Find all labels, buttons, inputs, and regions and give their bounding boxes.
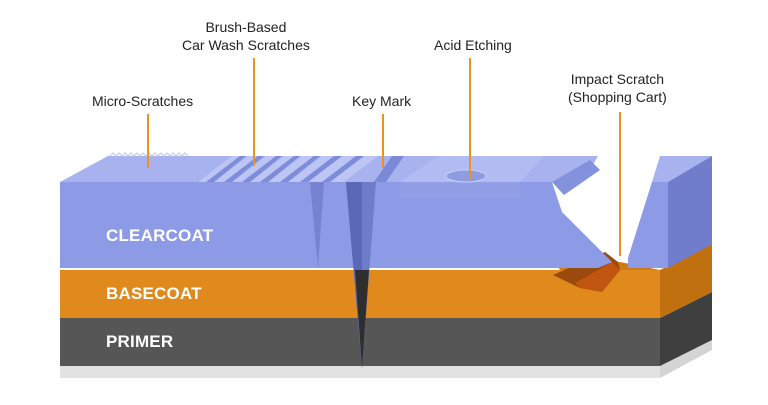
primer-label: PRIMER: [106, 332, 174, 351]
micro-scratches-label: Micro-Scratches: [92, 93, 194, 109]
key-mark-cut: [374, 156, 404, 182]
impact-scratch-label: Impact Scratch (Shopping Cart): [568, 70, 667, 106]
brush-scratches-label: Brush-Based Car Wash Scratches: [182, 18, 310, 54]
clearcoat-label: CLEARCOAT: [106, 226, 214, 245]
basecoat-label: BASECOAT: [106, 284, 202, 303]
acid-etching-panel: [400, 156, 544, 182]
basecoat-side: [660, 244, 712, 318]
brush-scratch-ridges: [198, 156, 378, 182]
impact-scratch-line2: (Shopping Cart): [568, 89, 667, 105]
brush-scratches-line1: Brush-Based: [205, 19, 287, 35]
impact-scratch-line1: Impact Scratch: [570, 71, 665, 87]
acid-etching-spot: [445, 169, 487, 183]
leader-lines: [147, 58, 621, 256]
brush-scratches-line2: Car Wash Scratches: [182, 37, 310, 53]
acid-etching-label: Acid Etching: [434, 37, 512, 53]
clearcoat-front: [60, 182, 612, 268]
key-mark-label: Key Mark: [352, 93, 412, 109]
primer-side: [660, 292, 712, 366]
clearcoat-side: [668, 156, 712, 268]
clearcoat-front-right: [628, 182, 668, 268]
